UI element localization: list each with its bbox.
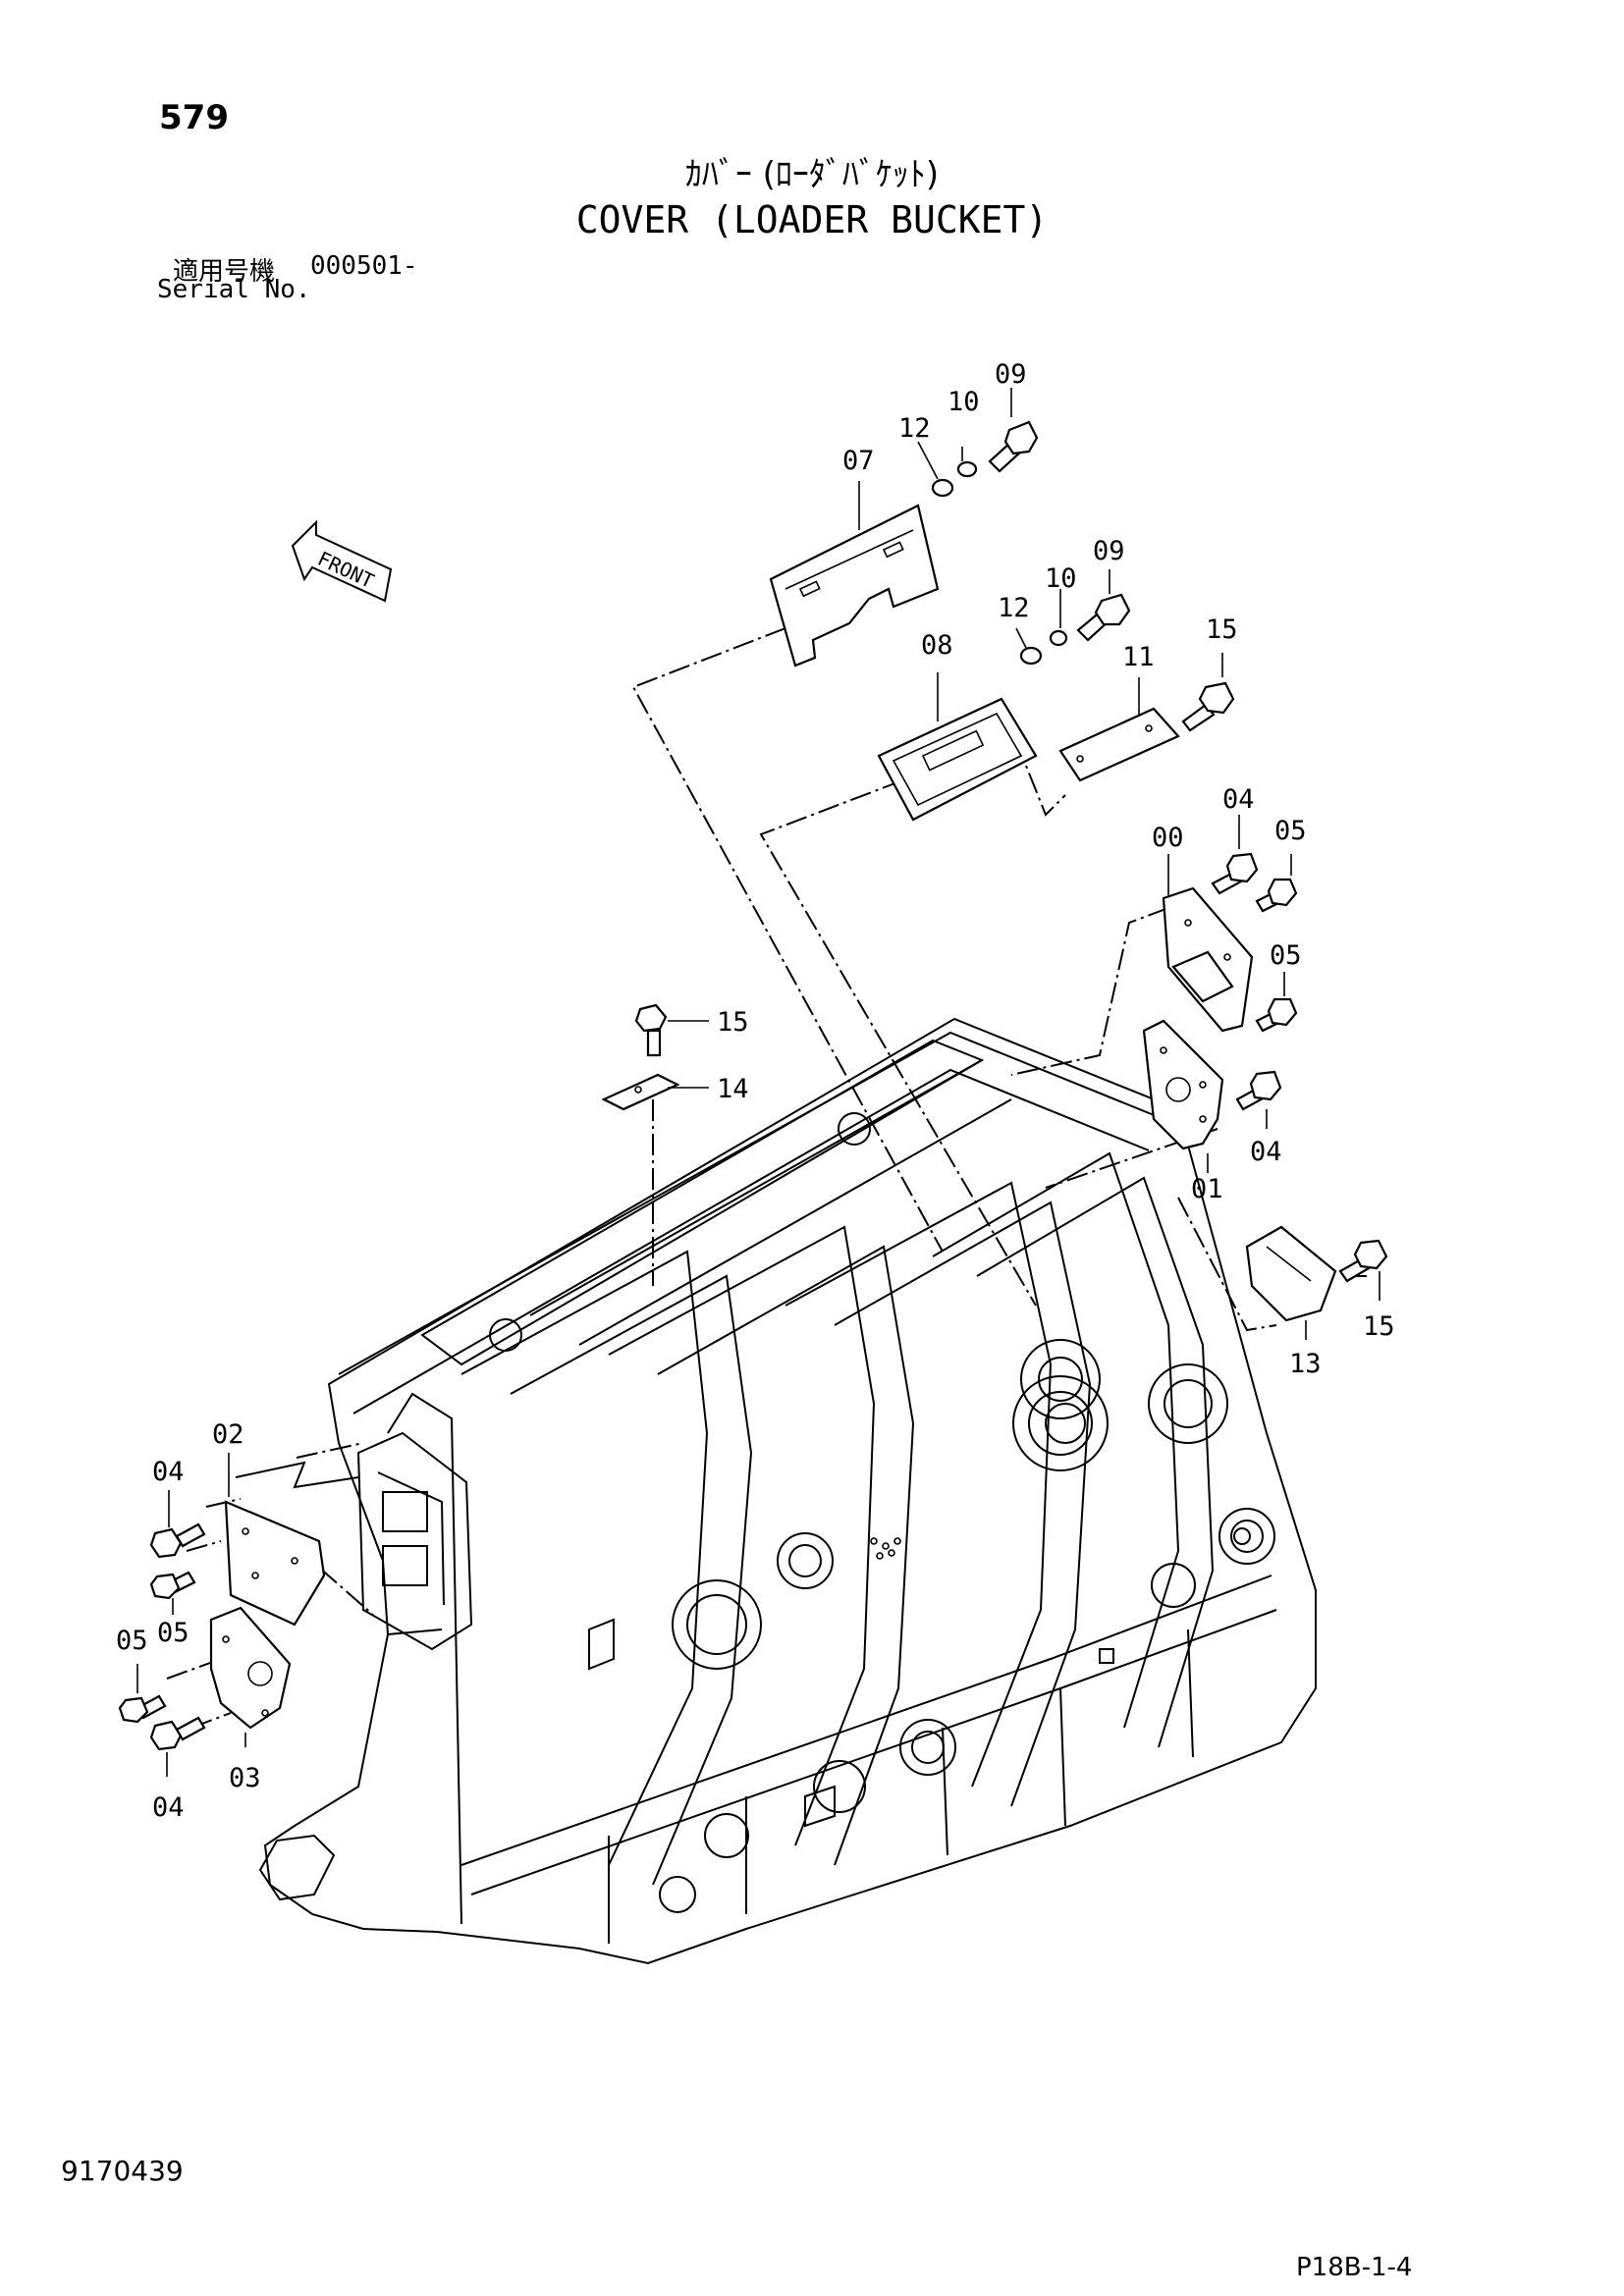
callout-12-middle: 12: [998, 593, 1030, 623]
callout-04-upper: 04: [1222, 784, 1255, 815]
page-number: 579: [159, 98, 229, 137]
callout-12-upper: 12: [898, 413, 931, 444]
callout-05-upper: 05: [1274, 816, 1307, 846]
callout-01: 01: [1191, 1174, 1223, 1204]
part-03-plate: [209, 1606, 292, 1730]
page-code: P18B-1-4: [1296, 2253, 1413, 2282]
callout-05-left-lower: 05: [116, 1626, 148, 1656]
serial-label-japanese: 適用号機: [173, 257, 276, 287]
callout-15-upper: 15: [1206, 614, 1238, 645]
callout-14: 14: [717, 1074, 749, 1104]
callout-04-left-upper: 04: [152, 1457, 185, 1487]
part-15-bolt-right: [1338, 1239, 1388, 1283]
title-english: COVER (LOADER BUCKET): [575, 198, 1049, 241]
callout-10-upper: 10: [947, 387, 980, 417]
callout-10-middle: 10: [1045, 563, 1077, 594]
part-07-cover-plate: [769, 504, 940, 667]
front-direction-arrow: FRONT: [291, 519, 393, 603]
callout-03: 03: [229, 1763, 261, 1793]
callout-04-left-lower: 04: [152, 1792, 185, 1823]
bolts-04-05-upper-right: [1211, 852, 1298, 1111]
callout-15-center: 15: [717, 1007, 749, 1038]
callout-07: 07: [842, 446, 875, 476]
callout-05-left-upper: 05: [157, 1618, 189, 1648]
callout-02: 02: [212, 1419, 244, 1450]
fastener-set-a: [931, 420, 1039, 498]
part-13-clamp-plate: [1245, 1225, 1337, 1322]
part-14-plate: [601, 1073, 680, 1111]
part-08-plate: [877, 697, 1038, 822]
drawing-id: 9170439: [61, 2155, 184, 2187]
title-japanese: ｶﾊﾞｰ (ﾛｰﾀﾞﾊﾞｹｯﾄ): [684, 155, 940, 194]
serial-label-english: Serial No.: [157, 275, 311, 304]
assembly-leader-lines: [166, 627, 1370, 1729]
serial-range: 000501-: [310, 251, 418, 281]
callout-00: 00: [1152, 823, 1184, 853]
callout-leaders: [136, 388, 1380, 1777]
callout-11: 11: [1122, 642, 1155, 672]
callout-09-upper: 09: [995, 359, 1027, 390]
part-01-side-plate: [1142, 1019, 1224, 1150]
break-line: [235, 1461, 359, 1489]
callout-15-right: 15: [1363, 1311, 1395, 1342]
fastener-set-b: [1019, 593, 1131, 666]
part-02-plate: [224, 1500, 326, 1627]
callout-labels: 09 10 12 07 09 10 12 08 11 15 04 00 05 0…: [116, 359, 1395, 1823]
bolts-04-05-left: [118, 1522, 206, 1751]
part-00-bracket-cover: [1162, 886, 1254, 1033]
callout-13: 13: [1289, 1349, 1322, 1379]
loader-bucket-body: [258, 1017, 1317, 1965]
callout-08: 08: [921, 630, 953, 661]
front-arrow-label: FRONT: [314, 547, 378, 593]
part-15-bolt-upper: [1181, 681, 1235, 732]
callout-09-middle: 09: [1093, 536, 1125, 566]
callout-05-middle: 05: [1270, 940, 1302, 971]
part-15-bolt-center: [634, 1003, 668, 1057]
part-11-small-plate: [1058, 707, 1180, 782]
callout-04-middle: 04: [1250, 1137, 1282, 1167]
